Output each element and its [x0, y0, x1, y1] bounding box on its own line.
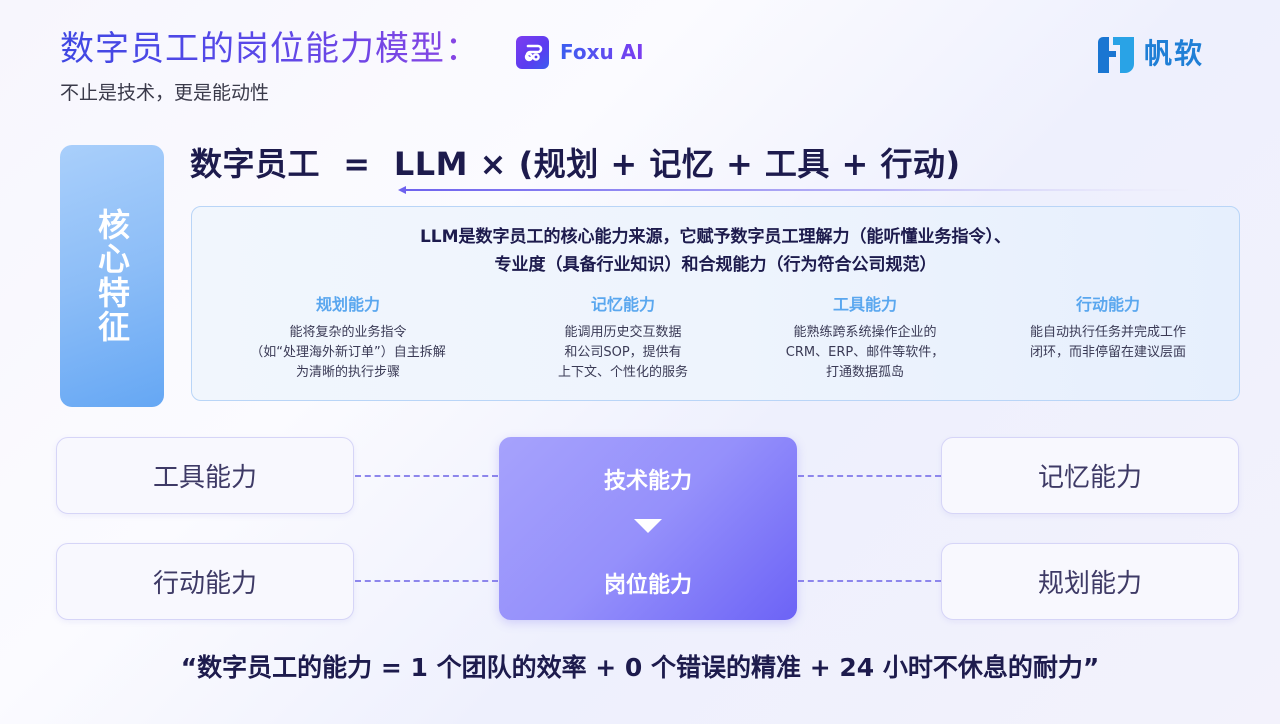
job-capability-label: 岗位能力 [603, 573, 692, 598]
connector-dashed-line [798, 580, 941, 582]
company-logo-icon [1096, 36, 1136, 74]
capability-description: 能熟练跨系统操作企业的 CRM、ERP、邮件等软件， 打通数据孤岛 [740, 323, 990, 383]
core-feature-label-text: 核心特征 [93, 208, 131, 344]
box-memory-capability: 记忆能力 [941, 437, 1239, 514]
connector-dashed-line [355, 475, 498, 477]
company-logo-text: 帆软 [1144, 37, 1205, 70]
capability-title: 工具能力 [832, 295, 897, 314]
llm-description-line: LLM是数字员工的核心能力来源，它赋予数字员工理解力（能听懂业务指令）、 [419, 227, 1012, 247]
llm-description: LLM是数字员工的核心能力来源，它赋予数字员工理解力（能听懂业务指令）、 专业度… [192, 223, 1239, 279]
formula: 数字员工 = LLM × (规划 + 记忆 + 工具 + 行动) [190, 145, 961, 183]
core-feature-label: 核心特征 [60, 145, 164, 407]
box-tool-capability: 工具能力 [56, 437, 354, 514]
capability-description: 能调用历史交互数据 和公司SOP，提供有 上下文、个性化的服务 [498, 323, 748, 383]
capability-tools: 工具能力 能熟练跨系统操作企业的 CRM、ERP、邮件等软件， 打通数据孤岛 [740, 293, 990, 383]
capability-title: 行动能力 [1075, 295, 1140, 314]
capability-line: 能自动执行任务并完成工作 [1029, 325, 1186, 340]
capability-line: 为清晰的执行步骤 [295, 365, 400, 380]
capability-line: （如“处理海外新订单”）自主拆解 [250, 345, 446, 360]
summary-quote: “数字员工的能力 = 1 个团队的效率 + 0 个错误的精准 + 24 小时不休… [180, 653, 1100, 682]
foxu-logo-icon [516, 36, 549, 69]
page-title: 数字员工的岗位能力模型： [60, 26, 480, 72]
page-subtitle: 不止是技术，更是能动性 [60, 82, 270, 104]
box-planning-capability: 规划能力 [941, 543, 1239, 620]
capability-planning: 规划能力 能将复杂的业务指令 （如“处理海外新订单”）自主拆解 为清晰的执行步骤 [223, 293, 473, 383]
arrow-down-icon [634, 519, 662, 533]
capability-line: CRM、ERP、邮件等软件， [785, 345, 945, 360]
llm-description-line: 专业度（具备行业知识）和合规能力（行为符合公司规范） [494, 255, 937, 275]
connector-dashed-line [798, 475, 941, 477]
capability-title: 规划能力 [315, 295, 380, 314]
connector-dashed-line [355, 580, 498, 582]
brand-product-name: Foxu AI [560, 37, 644, 67]
capability-line: 上下文、个性化的服务 [557, 365, 688, 380]
capability-line: 打通数据孤岛 [825, 365, 904, 380]
box-action-capability: 行动能力 [56, 543, 354, 620]
capability-description: 能自动执行任务并完成工作 闭环，而非停留在建议层面 [983, 323, 1233, 363]
capability-description: 能将复杂的业务指令 （如“处理海外新订单”）自主拆解 为清晰的执行步骤 [223, 323, 473, 383]
capability-line: 能熟练跨系统操作企业的 [793, 325, 937, 340]
tech-capability-label: 技术能力 [603, 469, 692, 494]
capability-line: 闭环，而非停留在建议层面 [1029, 345, 1186, 360]
arrow-left-icon [398, 186, 1188, 194]
capability-line: 能将复杂的业务指令 [289, 325, 407, 340]
capability-action: 行动能力 能自动执行任务并完成工作 闭环，而非停留在建议层面 [983, 293, 1233, 363]
capability-title: 记忆能力 [590, 295, 655, 314]
capability-line: 和公司SOP，提供有 [564, 345, 682, 360]
capability-memory: 记忆能力 能调用历史交互数据 和公司SOP，提供有 上下文、个性化的服务 [498, 293, 748, 383]
center-capability-box: 技术能力 岗位能力 [499, 437, 797, 620]
capability-line: 能调用历史交互数据 [564, 325, 682, 340]
llm-info-panel: LLM是数字员工的核心能力来源，它赋予数字员工理解力（能听懂业务指令）、 专业度… [191, 206, 1240, 401]
